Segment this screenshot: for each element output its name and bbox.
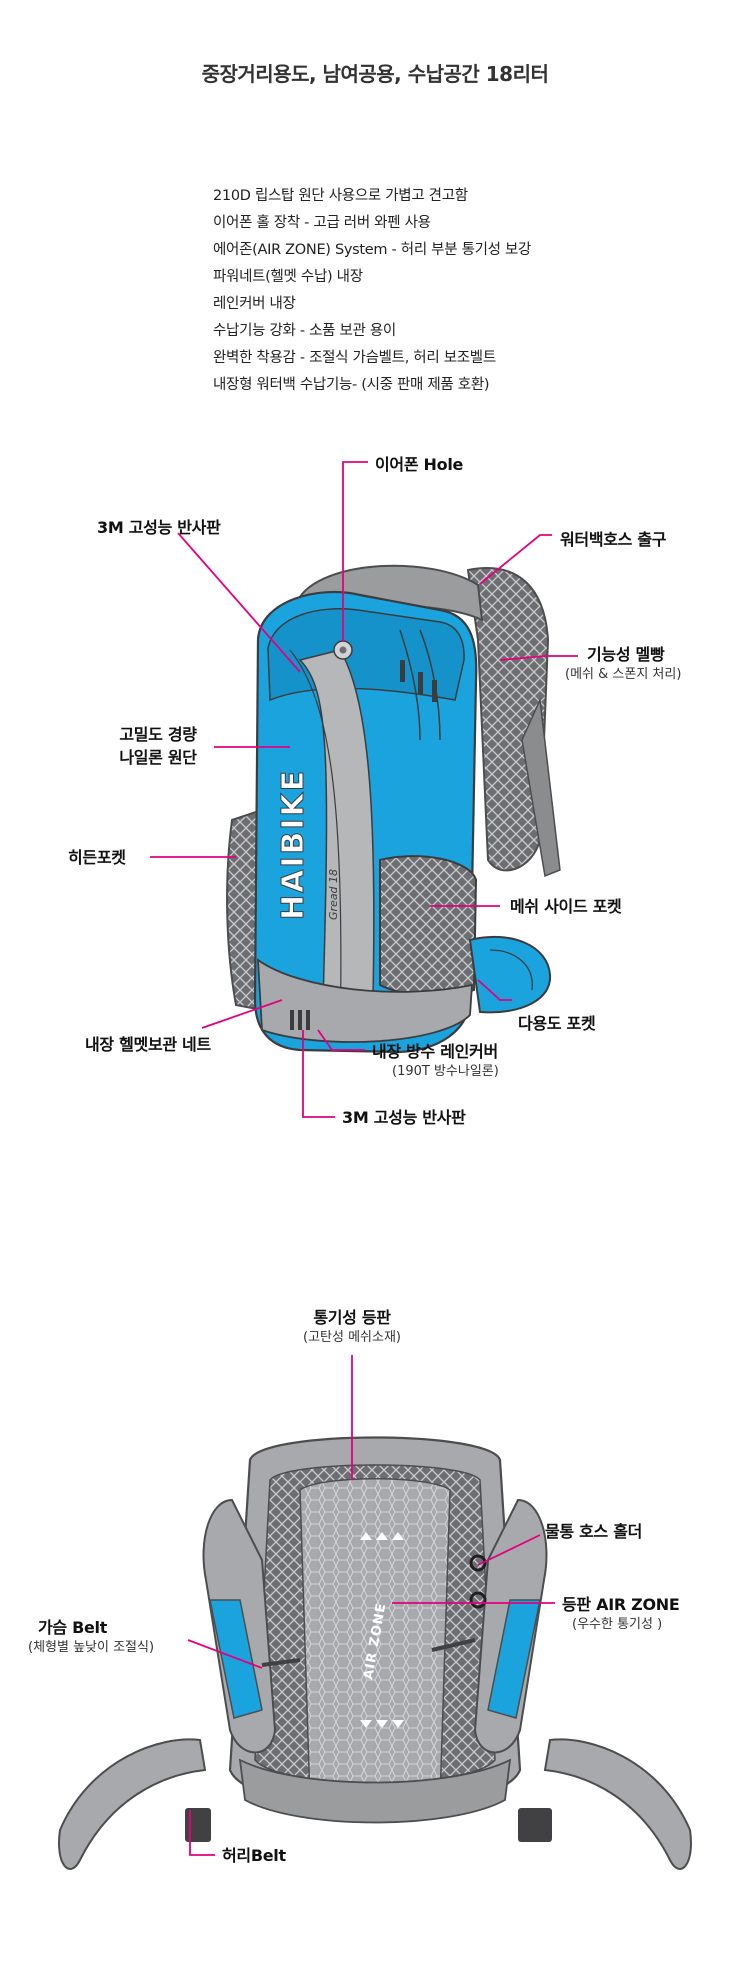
feature-item: 레인커버 내장 bbox=[213, 296, 296, 312]
label-rain-cover-sub: (190T 방수나일론) bbox=[392, 1064, 499, 1079]
model-name-text: Gread 18 bbox=[327, 869, 340, 920]
label-chest-belt: 가슴 Belt bbox=[38, 1618, 108, 1637]
feature-list: 210D 립스탑 원단 사용으로 가볍고 견고함 이어폰 홀 장착 - 고급 러… bbox=[213, 183, 531, 399]
label-back-panel-sub: (고탄성 메쉬소재) bbox=[303, 1330, 401, 1345]
feature-item: 210D 립스탑 원단 사용으로 가볍고 견고함 bbox=[213, 188, 468, 204]
feature-item: 완벽한 착용감 - 조절식 가슴벨트, 허리 보조벨트 bbox=[213, 350, 496, 366]
label-mesh-side-pocket: 메쉬 사이드 포켓 bbox=[510, 897, 622, 916]
feature-item: 파워네트(헬멧 수납) 내장 bbox=[213, 269, 363, 285]
label-rain-cover: 내장 방수 레인커버 bbox=[372, 1042, 498, 1061]
label-hidden-pocket: 히든포켓 bbox=[68, 848, 126, 867]
label-shoulder-strap: 기능성 멜빵 bbox=[587, 645, 665, 664]
label-helmet-net: 내장 헬멧보관 네트 bbox=[85, 1035, 211, 1054]
label-air-zone-sub: (우수한 통기성 ) bbox=[572, 1617, 663, 1632]
label-multi-pocket: 다용도 포켓 bbox=[518, 1014, 596, 1033]
callout-lines bbox=[150, 461, 578, 1856]
front-backpack-illustration bbox=[226, 564, 561, 1054]
label-waist-belt: 허리Belt bbox=[222, 1846, 286, 1865]
label-hose-outlet: 워터백호스 출구 bbox=[560, 530, 667, 549]
label-hose-holder: 물통 호스 홀더 bbox=[545, 1522, 643, 1541]
label-reflector-bottom: 3M 고성능 반사판 bbox=[342, 1108, 466, 1127]
brand-logo-text: HAIBIKE bbox=[276, 769, 311, 920]
label-chest-belt-sub: (체형별 높낮이 조절식) bbox=[28, 1640, 155, 1655]
label-shoulder-strap-sub: (메쉬 & 스폰지 처리) bbox=[565, 667, 682, 682]
label-earphone-hole: 이어폰 Hole bbox=[375, 455, 464, 474]
page-title: 중장거리용도, 남여공용, 수납공간 18리터 bbox=[201, 62, 549, 86]
back-backpack-illustration bbox=[58, 1436, 692, 1870]
label-reflector-top: 3M 고성능 반사판 bbox=[97, 518, 221, 537]
label-nylon-line1: 고밀도 경량 bbox=[119, 725, 197, 744]
label-back-panel: 통기성 등판 bbox=[313, 1308, 391, 1327]
feature-item: 이어폰 홀 장착 - 고급 러버 와펜 사용 bbox=[213, 215, 431, 231]
feature-item: 에어존(AIR ZONE) System - 허리 부분 통기성 보강 bbox=[213, 242, 532, 258]
feature-item: 내장형 워터백 수납기능- (시중 판매 제품 호환) bbox=[213, 377, 490, 393]
label-nylon-line2: 나일론 원단 bbox=[119, 748, 197, 767]
label-air-zone: 등판 AIR ZONE bbox=[562, 1595, 680, 1614]
feature-item: 수납기능 강화 - 소품 보관 용이 bbox=[213, 323, 396, 339]
